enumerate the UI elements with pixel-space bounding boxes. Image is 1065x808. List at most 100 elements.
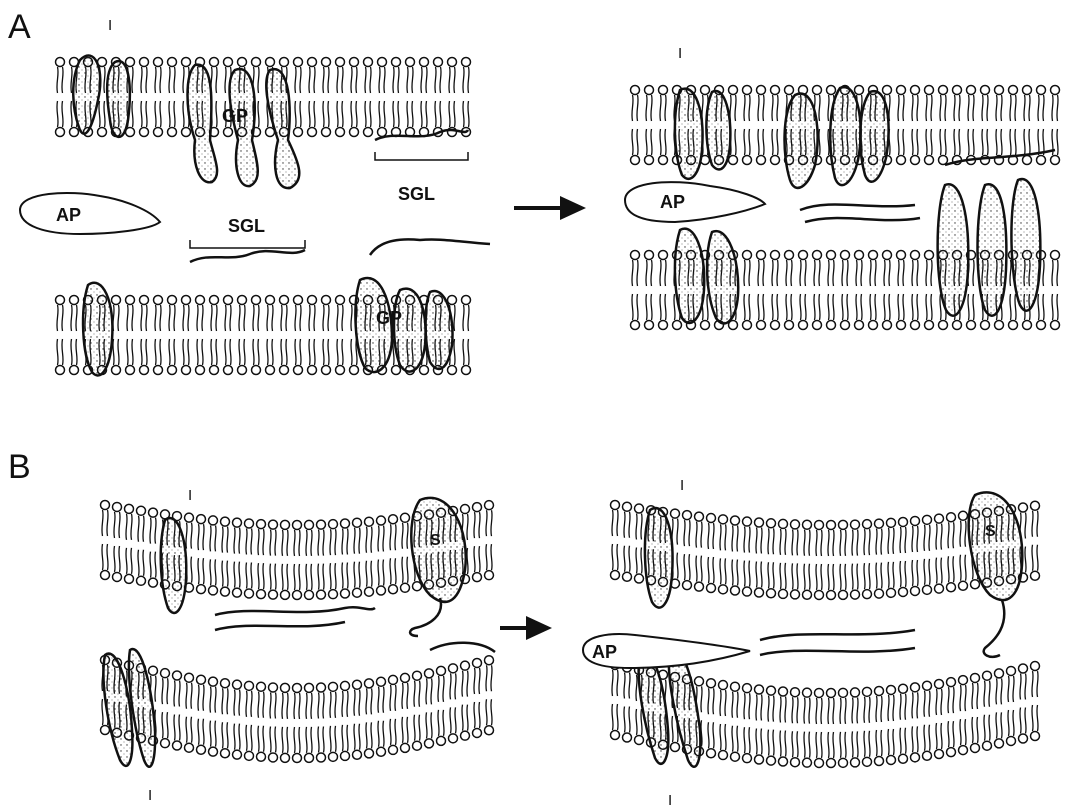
lipid-tail — [960, 555, 961, 581]
lipid-tail — [197, 339, 198, 365]
lipid-tail — [1029, 95, 1030, 121]
lipid-tail — [624, 672, 625, 698]
lipid-tail — [840, 732, 841, 758]
lipid-head — [959, 746, 968, 755]
lipid-tail — [366, 527, 367, 553]
lipid-tail — [239, 690, 240, 716]
lipid-head — [995, 86, 1004, 95]
lipid-tail — [965, 555, 966, 581]
lipid-head — [743, 86, 752, 95]
lipid-head — [413, 582, 422, 591]
lipid-tail — [744, 561, 745, 587]
lipid-tail — [845, 564, 846, 590]
lipid-head — [971, 673, 980, 682]
lipid-head — [839, 520, 848, 529]
lipid-head — [767, 589, 776, 598]
lipid-tail — [426, 101, 427, 127]
lipid-tail — [359, 528, 360, 554]
lipid-tail — [462, 705, 463, 731]
lipid-head — [911, 251, 920, 260]
lipid-head — [855, 251, 864, 260]
sgl-bracket-lower — [190, 240, 305, 248]
lipid-tail — [390, 558, 391, 584]
lipid-tail — [412, 67, 413, 93]
lipid-head — [803, 520, 812, 529]
lipid-tail — [926, 260, 927, 286]
lipid-tail — [309, 339, 310, 365]
lipid-tail — [744, 260, 745, 286]
lipid-tail — [210, 721, 211, 747]
lipid-tail — [624, 512, 625, 538]
lipid-head — [755, 685, 764, 694]
lipid-tail — [270, 564, 271, 590]
lipid-tail — [931, 95, 932, 121]
lipid-head — [779, 589, 788, 598]
lipid-tail — [1032, 511, 1033, 537]
lipid-tail — [612, 510, 613, 536]
lipid-head — [269, 520, 278, 529]
lipid-tail — [1015, 129, 1016, 155]
lipid-tail — [845, 698, 846, 724]
lipid-tail — [814, 260, 815, 286]
lipid-tail — [246, 691, 247, 717]
lipid-head — [233, 750, 242, 759]
lipid-tail — [737, 726, 738, 752]
lipid-tail — [314, 305, 315, 331]
lipid-tail — [940, 95, 941, 121]
lipid-tail — [945, 129, 946, 155]
lipid-tail — [347, 563, 348, 589]
lipid-tail — [852, 697, 853, 723]
lipid-tail — [773, 730, 774, 756]
lipid-head — [803, 688, 812, 697]
s-protein-tail — [410, 598, 441, 636]
lipid-head — [851, 590, 860, 599]
lipid-tail — [876, 563, 877, 589]
lipid-tail — [624, 546, 625, 572]
lipid-tail — [114, 546, 115, 572]
lipid-tail — [330, 563, 331, 589]
lipid-tail — [160, 67, 161, 93]
lipid-head — [293, 520, 302, 529]
lipid-tail — [1001, 678, 1002, 704]
lipid-tail — [323, 339, 324, 365]
lipid-tail — [780, 529, 781, 555]
glycolipid-chains — [190, 250, 305, 262]
lipid-tail — [239, 562, 240, 588]
lipid-tail — [989, 681, 990, 707]
lipid-tail — [239, 305, 240, 331]
lipid-head — [947, 678, 956, 687]
lipid-tail — [342, 529, 343, 555]
lipid-tail — [323, 726, 324, 752]
lipid-tail — [1001, 95, 1002, 121]
lipid-tail — [174, 305, 175, 331]
lipid-tail — [982, 129, 983, 155]
lipid-tail — [449, 101, 450, 127]
lipid-tail — [258, 692, 259, 718]
lipid-tail — [222, 722, 223, 748]
lipid-tail — [107, 544, 108, 570]
lipid-head — [1031, 571, 1040, 580]
lipid-tail — [246, 725, 247, 751]
lipid-tail — [797, 697, 798, 723]
lipid-head — [875, 756, 884, 765]
lipid-head — [209, 677, 218, 686]
lipid-tail — [749, 260, 750, 286]
lipid-head — [887, 685, 896, 694]
lipid-head — [791, 688, 800, 697]
lipid-tail — [973, 294, 974, 320]
lipid-tail — [479, 668, 480, 694]
lipid-tail — [707, 294, 708, 320]
lipid-tail — [973, 95, 974, 121]
lipid-tail — [323, 692, 324, 718]
lipid-head — [701, 86, 710, 95]
lipid-tail — [1037, 545, 1038, 571]
lipid-tail — [294, 727, 295, 753]
lipid-tail — [684, 554, 685, 580]
lipid-tail — [982, 95, 983, 121]
lipid-tail — [875, 294, 876, 320]
lipid-tail — [426, 712, 427, 738]
lipid-tail — [468, 305, 469, 331]
lipid-tail — [912, 95, 913, 121]
lipid-head — [635, 735, 644, 744]
lipid-tail — [954, 95, 955, 121]
